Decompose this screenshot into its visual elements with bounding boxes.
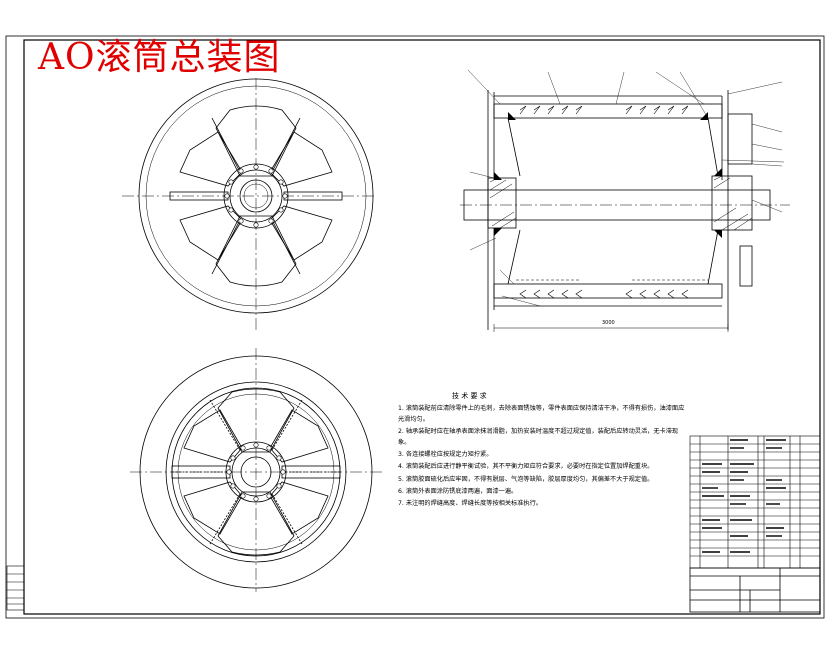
tech-requirement-item: 6. 滚筒外表面涂防锈底漆两遍，面漆一遍。: [398, 488, 518, 496]
tech-requirement-item: 4. 滚筒装配后应进行静平衡试验，其不平衡力矩应符合要求，必要时在指定位置加焊配…: [398, 463, 654, 471]
tech-requirement-item: 2. 轴承装配时应在轴承表面涂抹润滑脂，加热安装时温度不超过规定值，装配后应转动…: [398, 428, 679, 446]
parts-list-table: [689, 435, 821, 569]
tech-requirements-list: 1. 滚筒装配前应清除零件上的毛刺，去除表面锈蚀等，零件表面应保持清洁干净，不得…: [398, 404, 690, 512]
tech-requirement-item: 5. 滚筒胶面硫化后应牢固，不得有脱层、气泡等缺陷，胶层厚度均匀，其偏差不大于规…: [398, 475, 654, 483]
section-view-welds: [494, 112, 722, 238]
title-block: [689, 567, 821, 613]
tech-requirement-item: 3. 各连接螺栓应按规定力矩拧紧。: [398, 451, 493, 459]
shaft-length-dimension: 3000: [602, 320, 615, 326]
section-view-drum-shell: [460, 69, 790, 332]
tech-requirement-item: 1. 滚筒装配前应清除零件上的毛刺，去除表面锈蚀等，零件表面应保持清洁干净，不得…: [398, 405, 685, 423]
section-view-end-disc: [130, 348, 382, 592]
drawing-title: AO滚筒总装图: [38, 37, 281, 78]
parts-list-entries: [702, 439, 786, 553]
section-view-bearing-hatch: [489, 175, 753, 231]
front-view-end-disc: [122, 78, 376, 332]
section-view-bolt-circle: [226, 442, 286, 502]
margin-revision-block: [6, 565, 25, 611]
inner-border: [23, 39, 821, 615]
tech-requirements-title: 技 术 要 求: [452, 392, 487, 400]
tech-requirement-item: 7. 未注明的焊缝高度、焊缝长度等按相关标准执行。: [398, 500, 542, 508]
outer-border: [5, 35, 825, 619]
front-view-bolt-circle: [224, 164, 288, 228]
section-view-lagging-hatch: [516, 105, 708, 299]
